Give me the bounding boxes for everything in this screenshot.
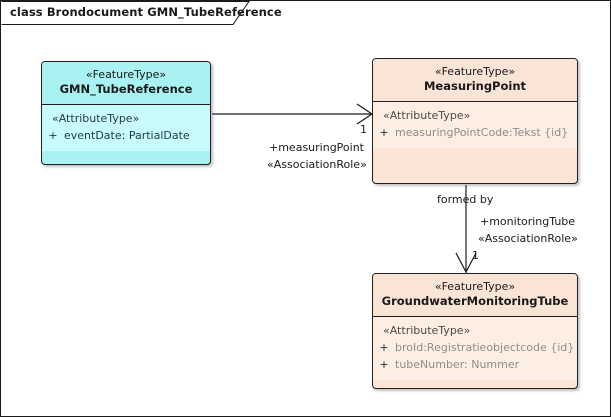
attribute-text: broId:Registratieobjectcode {id} xyxy=(395,341,575,355)
class-stereotype: «FeatureType» xyxy=(434,280,516,293)
class-stereotype: «FeatureType» xyxy=(85,68,167,81)
attribute-text: eventDate: PartialDate xyxy=(64,129,190,143)
attribute-stereotype: «AttributeType» xyxy=(383,323,471,337)
class-stereotype: «FeatureType» xyxy=(434,65,516,78)
class-box-gmn-tubereference[interactable]: «FeatureType» GMN_TubeReference «Attribu… xyxy=(41,61,211,165)
role-measuringpoint: +measuringPoint xyxy=(269,141,364,154)
attribute-row: + broId:Registratieobjectcode {id} xyxy=(373,339,577,356)
attribute-visibility: + xyxy=(379,358,389,372)
class-header-gmn-tubereference: «FeatureType» GMN_TubeReference xyxy=(42,62,210,105)
attribute-text: tubeNumber: Nummer xyxy=(395,358,520,372)
attribute-text: measuringPointCode:Tekst {id} xyxy=(395,126,569,140)
association-name-formed-by: formed by xyxy=(437,193,494,206)
attribute-row: + eventDate: PartialDate xyxy=(42,127,210,144)
diagram-title: class Brondocument GMN_TubeReference xyxy=(10,5,282,19)
class-attributes-measuringpoint: «AttributeType» + measuringPointCode:Tek… xyxy=(373,101,577,149)
multiplicity-measuringpoint: 1 xyxy=(360,123,367,136)
stereotype-measuringpoint-assoc: «AssociationRole» xyxy=(267,158,367,171)
attribute-visibility: + xyxy=(379,126,389,140)
class-header-measuringpoint: «FeatureType» MeasuringPoint xyxy=(373,59,577,102)
class-attributes-groundwatermonitoringtube: «AttributeType» + broId:Registratieobjec… xyxy=(373,316,577,381)
class-box-measuringpoint[interactable]: «FeatureType» MeasuringPoint «AttributeT… xyxy=(372,58,578,184)
arrowhead-measuringpoint xyxy=(356,103,374,125)
role-monitoringtube: +monitoringTube xyxy=(480,215,576,228)
attribute-stereotype: «AttributeType» xyxy=(52,111,140,125)
class-header-groundwatermonitoringtube: «FeatureType» GroundwaterMonitoringTube xyxy=(373,274,577,317)
attribute-visibility: + xyxy=(48,129,58,143)
attribute-stereotype: «AttributeType» xyxy=(383,108,471,122)
title-tab-shape xyxy=(1,1,250,25)
diagram-title-tab: class Brondocument GMN_TubeReference xyxy=(1,1,282,25)
attribute-visibility: + xyxy=(379,341,389,355)
class-box-groundwatermonitoringtube[interactable]: «FeatureType» GroundwaterMonitoringTube … xyxy=(372,273,578,389)
multiplicity-monitoringtube: 1 xyxy=(472,249,479,262)
class-attributes-gmn-tubereference: «AttributeType» + eventDate: PartialDate xyxy=(42,104,210,152)
class-name: GMN_TubeReference xyxy=(59,82,193,97)
attribute-row: + measuringPointCode:Tekst {id} xyxy=(373,124,577,141)
stereotype-monitoringtube-assoc: «AssociationRole» xyxy=(478,232,578,245)
class-name: GroundwaterMonitoringTube xyxy=(381,294,569,309)
attribute-row: + tubeNumber: Nummer xyxy=(373,356,577,373)
class-name: MeasuringPoint xyxy=(423,79,527,94)
